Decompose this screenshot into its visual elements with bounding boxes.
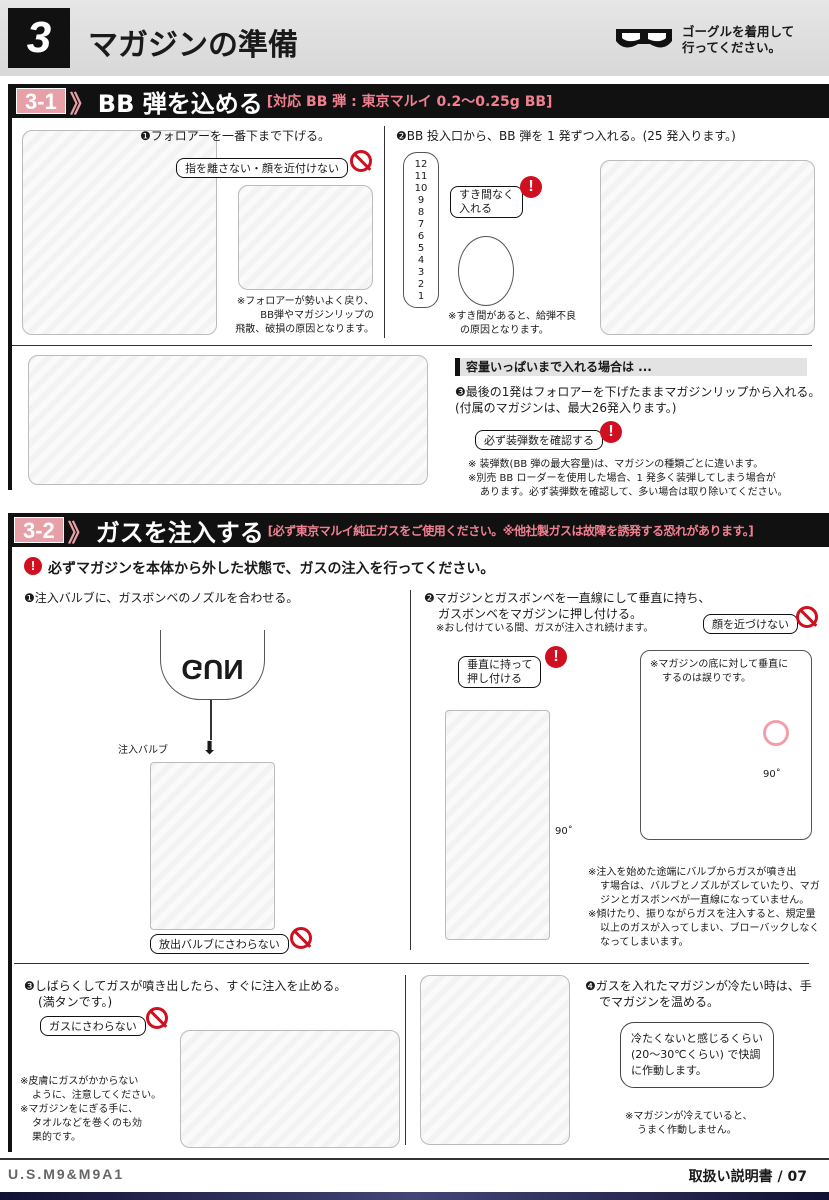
caution-gas: ガスにさわらない xyxy=(40,1016,146,1036)
section-3-2-border xyxy=(8,547,12,1152)
prohibited-icon xyxy=(350,150,372,172)
gas-step2-notes: ※注入を始めた途端にバルブからガスが噴き出す場合は、バルブとノズルがズレていたり… xyxy=(588,867,820,948)
bb-zoom-circle xyxy=(458,236,514,306)
section-3-1-header: 3-1》 BB 弾を込める [対応 BB 弾 : 東京マルイ 0.2〜0.25g… xyxy=(8,84,829,118)
chevron-icon: 》 xyxy=(67,519,92,547)
callout-no-gaps: すき間なく入れる xyxy=(450,186,523,218)
chevron-icon: 》 xyxy=(69,90,94,118)
exclamation-icon: ! xyxy=(520,176,542,198)
exclamation-icon: ! xyxy=(600,421,622,443)
section-3-2-header: 3-2》 ガスを注入する [必ず東京マルイ純正ガスをご使用ください。※他社製ガス… xyxy=(8,513,829,547)
bb-loading-illustration xyxy=(600,160,815,335)
prohibited-icon xyxy=(796,606,818,628)
page-title: マガジンの準備 xyxy=(88,28,298,63)
angle-label: 90˚ xyxy=(555,826,573,837)
callout-check-count: 必ず装弾数を確認する xyxy=(475,430,603,450)
gas-step3-notes: ※皮膚にガスがかからないように、注意してください。※マガジンをにぎる手に、タオル… xyxy=(20,1076,162,1143)
gas-step2-text: ❷マガジンとガスボンベを一直線にして垂直に持ち、ガスボンベをマガジンに押し付ける… xyxy=(424,591,711,621)
footer-band xyxy=(0,1192,829,1200)
full-capacity-heading: 容量いっぱいまで入れる場合は ... xyxy=(455,358,807,376)
divider xyxy=(12,345,812,346)
footer-model: U.S.M9&M9A1 xyxy=(8,1166,125,1182)
valve-label: 注入バルブ xyxy=(118,745,168,756)
footer-page: 取扱い説明書 / 07 xyxy=(688,1169,807,1185)
section-3-1-border xyxy=(8,118,12,490)
caution-release-valve: 放出バルブにさわらない xyxy=(150,934,289,954)
gas-step4-text: ❹ガスを入れたマガジンが冷たい時は、手でマガジンを温める。 xyxy=(585,979,812,1009)
last-bb-illustration xyxy=(28,355,428,485)
goggle-notice-line: 行ってください。 xyxy=(682,40,782,55)
section-title: BB 弾を込める xyxy=(97,89,263,118)
divider xyxy=(384,126,385,338)
exclamation-icon: ! xyxy=(545,646,567,668)
capacity-notes: ※ 装弾数(BB 弾の最大容量)は、マガジンの種類ごとに違います。※別売 BB … xyxy=(468,459,788,498)
section-title: ガスを注入する xyxy=(95,518,264,547)
step2-text: ❷BB 投入口から、BB 弾を 1 発ずつ入れる。(25 発入ります。) xyxy=(396,129,736,143)
page-header xyxy=(0,0,829,76)
gas-step4-note: ※マガジンが冷えていると、うまく作動しません。 xyxy=(625,1111,753,1136)
step2-note: ※すき間があると、給弾不良の原因となります。 xyxy=(448,311,576,336)
section-subtitle: [必ず東京マルイ純正ガスをご使用ください。※他社製ガスは故障を誘発する恐れがあり… xyxy=(267,523,754,538)
nozzle xyxy=(210,700,212,740)
footer-rule xyxy=(0,1158,829,1160)
step3-text: ❸最後の1発はフォロアーを下げたままマガジンリップから入れる。(付属のマガジンは… xyxy=(455,385,821,415)
chapter-number: 3 xyxy=(8,8,70,68)
step1-text: ❶フォロアーを一番下まで下げる。 xyxy=(140,129,331,143)
inset-wrong-angle xyxy=(640,650,812,840)
caution-face: 顔を近づけない xyxy=(703,614,798,634)
section-tag: 3-1 xyxy=(16,88,66,114)
follower-snap-illustration xyxy=(238,185,373,290)
warning-label: 指を離さない・顔を近付けない xyxy=(176,158,348,178)
divider xyxy=(405,975,406,1145)
gas-overflow-illustration xyxy=(180,1030,400,1148)
magazine-hand-illustration xyxy=(150,762,275,930)
goggles-icon xyxy=(616,29,672,48)
divider xyxy=(14,963,809,964)
step1-note: ※フォロアーが勢いよく戻り、BB弾やマガジンリップの飛散、破損の原因となります。 xyxy=(235,296,374,335)
gas-step3-text: ❸しばらくしてガスが噴き出したら、すぐに注入を止める。(満タンです。) xyxy=(24,979,347,1009)
gas-step1-text: ❶注入バルブに、ガスボンベのノズルを合わせる。 xyxy=(24,591,299,605)
section-subtitle: [対応 BB 弾 : 東京マルイ 0.2〜0.25g BB] xyxy=(266,94,553,110)
prohibited-icon xyxy=(290,927,312,949)
section-tag: 3-2 xyxy=(14,517,64,543)
vertical-injection-illustration xyxy=(445,710,550,940)
goggle-notice: ゴーグルを着用して行ってください。 xyxy=(682,24,794,56)
callout-vertical: 垂直に持って押し付ける xyxy=(458,656,542,688)
goggle-notice-line: ゴーグルを着用して xyxy=(682,24,795,39)
temperature-bubble: 冷たくないと感じるくらい(20〜30℃くらい) で快調に作動します。 xyxy=(620,1022,774,1088)
gas-warning: 必ずマガジンを本体から外した状態で、ガスの注入を行ってください。 xyxy=(48,561,495,577)
warming-magazine-illustration xyxy=(420,975,570,1145)
gas-can: GUN xyxy=(160,630,265,700)
gas-step2-note: ※おし付けている間、ガスが注入され続けます。 xyxy=(436,623,654,634)
inset-angle-label: 90˚ xyxy=(763,769,781,780)
prohibited-icon xyxy=(146,1007,168,1029)
exclamation-icon: ! xyxy=(24,557,42,575)
inset-note: ※マガジンの底に対して垂直にするのは誤りです。 xyxy=(650,659,789,684)
divider xyxy=(410,590,411,950)
down-arrow-icon: ⬇ xyxy=(202,738,218,759)
prohibited-icon-faded xyxy=(763,720,789,746)
